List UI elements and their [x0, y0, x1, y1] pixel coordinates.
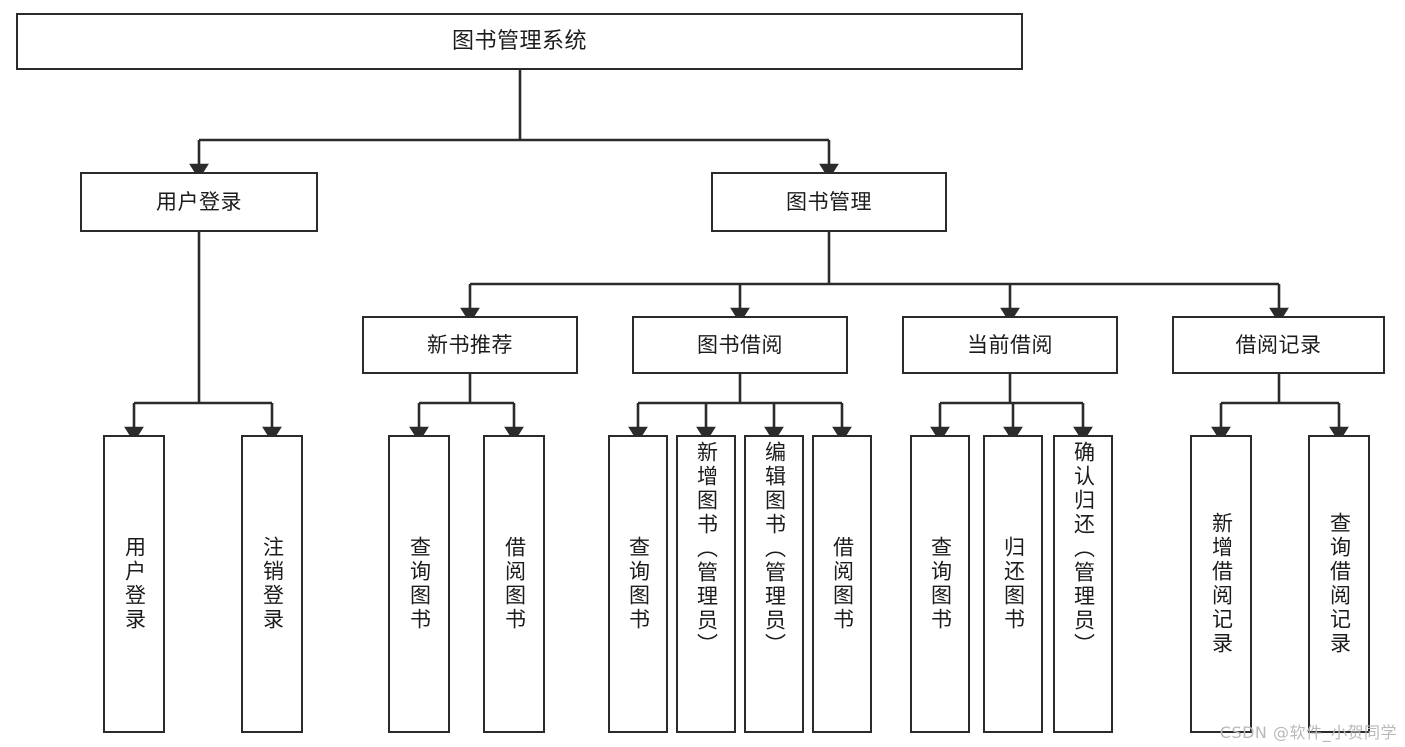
node-label-leaf-borrow-lend: 借阅图书: [830, 536, 855, 632]
node-label-login: 用户登录: [156, 189, 242, 214]
node-label-leaf-current-query: 查询图书: [928, 536, 953, 632]
node-leaf-current-query[interactable]: 查询图书: [910, 435, 970, 733]
node-label-leaf-borrow-add: 新增图书（管理员）: [694, 441, 719, 657]
node-label-leaf-record-add: 新增借阅记录: [1209, 512, 1234, 656]
node-leaf-borrow-query[interactable]: 查询图书: [608, 435, 668, 733]
node-leaf-current-confirm[interactable]: 确认归还（管理员）: [1053, 435, 1113, 733]
node-label-leaf-newbook-borrow: 借阅图书: [502, 536, 527, 632]
node-label-leaf-current-confirm: 确认归还（管理员）: [1071, 441, 1096, 657]
node-label-current: 当前借阅: [967, 332, 1053, 357]
node-login[interactable]: 用户登录: [80, 172, 318, 232]
node-newbook[interactable]: 新书推荐: [362, 316, 578, 374]
node-label-borrow: 图书借阅: [697, 332, 783, 357]
node-label-records: 借阅记录: [1235, 332, 1322, 357]
node-leaf-record-add[interactable]: 新增借阅记录: [1190, 435, 1252, 733]
node-leaf-borrow-add[interactable]: 新增图书（管理员）: [676, 435, 736, 733]
node-label-bookmgmt: 图书管理: [786, 189, 872, 214]
node-label-leaf-current-return: 归还图书: [1001, 536, 1026, 632]
node-leaf-user-login[interactable]: 用户登录: [103, 435, 165, 733]
node-label-leaf-record-query: 查询借阅记录: [1327, 512, 1352, 656]
node-label-leaf-user-logout: 注销登录: [260, 536, 285, 632]
node-label-root: 图书管理系统: [451, 28, 587, 54]
node-root[interactable]: 图书管理系统: [16, 13, 1023, 70]
watermark-text: CSDN @软件_小贺同学: [1219, 723, 1397, 742]
node-bookmgmt[interactable]: 图书管理: [711, 172, 947, 232]
node-leaf-newbook-query[interactable]: 查询图书: [388, 435, 450, 733]
node-label-leaf-borrow-edit: 编辑图书（管理员）: [762, 441, 787, 657]
node-records[interactable]: 借阅记录: [1172, 316, 1385, 374]
node-label-newbook: 新书推荐: [427, 332, 513, 357]
node-leaf-user-logout[interactable]: 注销登录: [241, 435, 303, 733]
connector-edges: [124, 70, 1349, 443]
node-current[interactable]: 当前借阅: [902, 316, 1118, 374]
node-label-leaf-borrow-query: 查询图书: [626, 536, 651, 632]
node-borrow[interactable]: 图书借阅: [632, 316, 848, 374]
node-leaf-newbook-borrow[interactable]: 借阅图书: [483, 435, 545, 733]
node-leaf-current-return[interactable]: 归还图书: [983, 435, 1043, 733]
node-leaf-borrow-edit[interactable]: 编辑图书（管理员）: [744, 435, 804, 733]
node-leaf-borrow-lend[interactable]: 借阅图书: [812, 435, 872, 733]
node-leaf-record-query[interactable]: 查询借阅记录: [1308, 435, 1370, 733]
node-label-leaf-user-login: 用户登录: [122, 536, 147, 632]
node-label-leaf-newbook-query: 查询图书: [407, 536, 432, 632]
